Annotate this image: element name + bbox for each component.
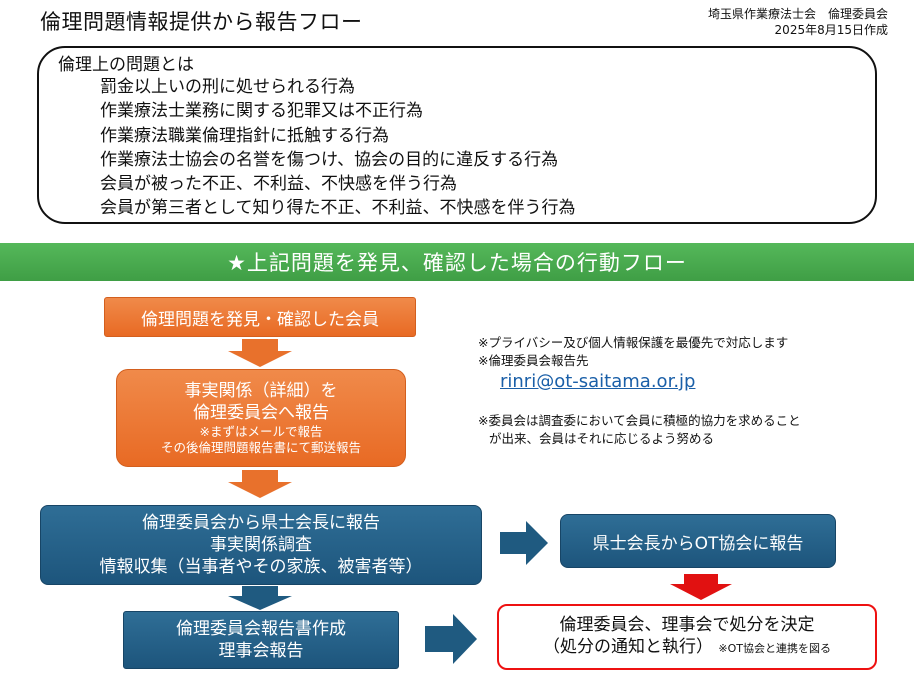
definition-box (37, 46, 877, 224)
cooperation-note: ※委員会は調査委において会員に積極的協力を求めること (478, 413, 801, 428)
definition-item: 罰金以上いの刑に処せられる行為 (100, 77, 355, 97)
flow-step-text: 倫理委員会から県士会長に報告 (142, 513, 380, 533)
cooperation-note-cont: が出来、会員はそれに応じるよう努める (489, 431, 715, 446)
flow-step-text: 情報収集（当事者やその家族、被害者等） (99, 557, 423, 577)
flow-step-ot-association-report: 県士会長からOT協会に報告 (560, 514, 836, 568)
flow-step-discover-label: 倫理問題を発見・確認した会員 (141, 309, 379, 330)
page-title: 倫理問題情報提供から報告フロー (40, 10, 363, 34)
flow-step-text: （処分の通知と執行） ※OT協会と連携を図る (543, 636, 831, 660)
flow-step-subtext: （処分の通知と執行） (543, 637, 713, 657)
flow-step-investigation: 倫理委員会から県士会長に報告 事実関係調査 情報収集（当事者やその家族、被害者等… (40, 505, 482, 585)
flow-step-text: 倫理委員会へ報告 (193, 403, 329, 423)
arrow-down-orange-icon (228, 470, 292, 498)
flow-step-discover: 倫理問題を発見・確認した会員 (104, 297, 416, 337)
definition-item: 作業療法職業倫理指針に抵触する行為 (100, 125, 389, 146)
organization-info: 埼玉県作業療法士会 倫理委員会 2025年8月15日作成 (708, 6, 888, 38)
privacy-note: ※プライバシー及び個人情報保護を最優先で対応します (478, 335, 789, 350)
flow-step-disposition: 倫理委員会、理事会で処分を決定 （処分の通知と執行） ※OT協会と連携を図る (497, 604, 877, 670)
flow-step-text: 県士会長からOT協会に報告 (592, 533, 804, 554)
flow-step-text: 事実関係（詳細）を (184, 381, 338, 401)
arrow-right-blue-icon (500, 521, 548, 565)
organization-name: 埼玉県作業療法士会 倫理委員会 (707, 7, 888, 21)
flow-step-note: ※まずはメールで報告 (199, 424, 323, 439)
arrow-down-blue-icon (228, 586, 292, 610)
flow-step-committee-report: 倫理委員会報告書作成 理事会報告 (123, 611, 399, 669)
arrow-down-red-icon (670, 574, 732, 600)
definition-heading: 倫理上の問題とは (58, 55, 194, 75)
flow-step-text: 事実関係調査 (210, 535, 312, 555)
definition-item: 作業療法士協会の名誉を傷つけ、協会の目的に違反する行為 (100, 149, 559, 170)
arrow-down-orange-icon (228, 339, 292, 367)
flow-step-text: 倫理委員会報告書作成 (176, 619, 346, 639)
definition-item: 作業療法士業務に関する犯罪又は不正行為 (100, 101, 423, 122)
definition-list: 罰金以上いの刑に処せられる行為 作業療法士業務に関する犯罪又は不正行為 作業療法… (100, 75, 576, 221)
arrow-right-blue-icon (425, 614, 477, 664)
report-to-note: ※倫理委員会報告先 (478, 353, 589, 368)
flow-step-text: 倫理委員会、理事会で処分を決定 (559, 615, 815, 635)
created-date: 2025年8月15日作成 (774, 23, 888, 37)
flow-step-note: ※OT協会と連携を図る (718, 642, 831, 655)
report-email-link[interactable]: rinri@ot-saitama.or.jp (500, 371, 696, 392)
flow-step-text: 理事会報告 (218, 641, 304, 661)
flow-step-note: その後倫理問題報告書にて郵送報告 (160, 440, 361, 455)
flow-step-report-committee: 事実関係（詳細）を 倫理委員会へ報告 ※まずはメールで報告 その後倫理問題報告書… (116, 369, 406, 467)
action-flow-banner: ★上記問題を発見、確認した場合の行動フロー (0, 243, 914, 281)
definition-item: 会員が第三者として知り得た不正、不利益、不快感を伴う行為 (100, 198, 576, 219)
definition-item: 会員が被った不正、不利益、不快感を伴う行為 (100, 174, 457, 195)
